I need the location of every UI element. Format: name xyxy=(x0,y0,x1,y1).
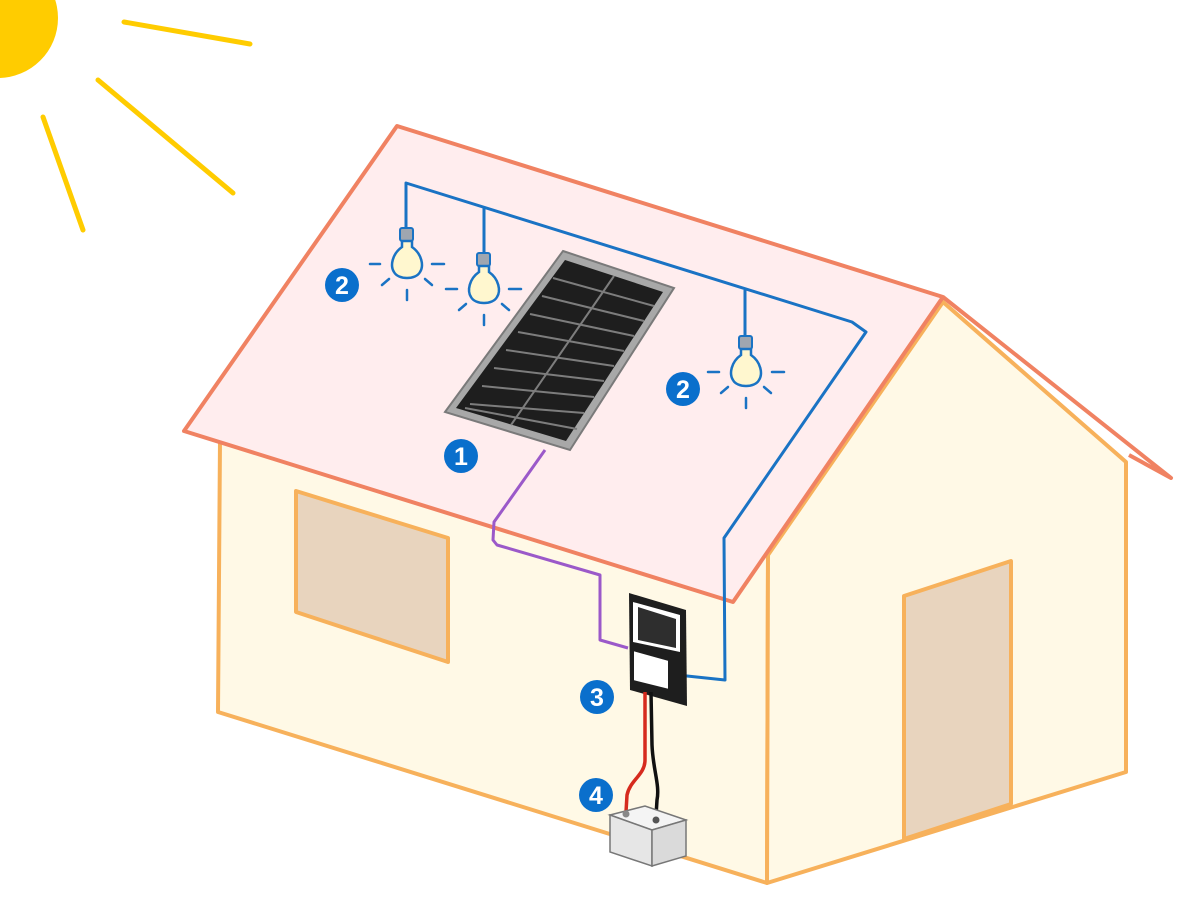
badge-battery: 4 xyxy=(579,778,613,812)
sun-disc xyxy=(0,0,58,78)
sun-ray xyxy=(121,19,253,47)
badge-number: 4 xyxy=(589,782,603,810)
badge-circle xyxy=(444,439,478,473)
badge-lights: 2 xyxy=(325,268,359,302)
roof-eave xyxy=(941,295,1173,480)
badge-number: 2 xyxy=(676,376,690,404)
badge-number: 2 xyxy=(335,272,349,300)
battery-terminal-positive xyxy=(622,810,630,818)
battery-terminal-negative xyxy=(652,816,660,824)
bulb-glass xyxy=(390,239,424,280)
lighting-wire xyxy=(404,181,868,682)
bulb-glass xyxy=(729,347,763,388)
light-bulb-icon xyxy=(706,335,786,410)
positive-cable xyxy=(624,692,647,813)
light-bulb-icon xyxy=(368,227,446,302)
bulb-socket xyxy=(399,227,414,242)
panel-wire xyxy=(491,449,629,650)
panel-cells xyxy=(456,260,663,441)
lighting-circuit xyxy=(404,181,868,682)
solar-panel-icon xyxy=(443,249,676,452)
bulb-glow xyxy=(706,370,786,410)
panel-grid xyxy=(464,275,655,430)
badge-circle xyxy=(666,372,700,406)
badge-number: 3 xyxy=(590,684,604,712)
badge-charge-controller: 3 xyxy=(580,680,614,714)
controller-screen xyxy=(638,607,676,648)
light-bulb-icon xyxy=(444,252,523,327)
bulb-socket xyxy=(738,335,753,350)
battery-icon xyxy=(607,805,689,868)
sun-ray xyxy=(40,114,86,233)
badge-circle xyxy=(325,268,359,302)
bulb-glow xyxy=(444,287,523,327)
negative-cable xyxy=(649,691,660,817)
charge-controller-icon xyxy=(629,593,687,706)
sun xyxy=(0,0,253,233)
window xyxy=(294,489,450,664)
badge-solar-panel: 1 xyxy=(444,439,478,473)
door xyxy=(902,559,1013,841)
badge-circle xyxy=(580,680,614,714)
badge-number: 1 xyxy=(454,443,468,471)
controller-box xyxy=(632,648,670,692)
bulb-glow xyxy=(368,262,446,302)
sun-ray xyxy=(95,77,236,196)
bulb-glass xyxy=(467,264,501,305)
badge-lights: 2 xyxy=(666,372,700,406)
battery-side xyxy=(651,818,687,868)
badge-circle xyxy=(579,778,613,812)
bulb-socket xyxy=(476,252,491,267)
